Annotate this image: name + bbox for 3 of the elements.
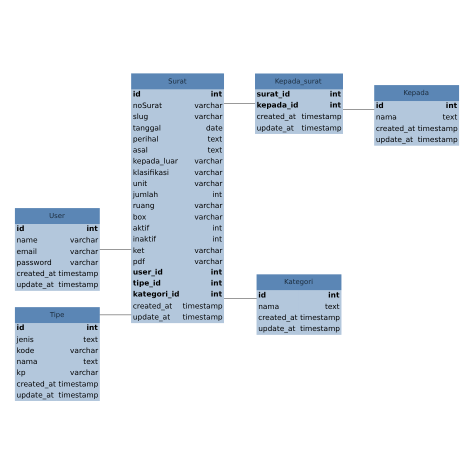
connector xyxy=(224,298,257,299)
connector xyxy=(224,103,256,104)
connector xyxy=(99,314,132,316)
